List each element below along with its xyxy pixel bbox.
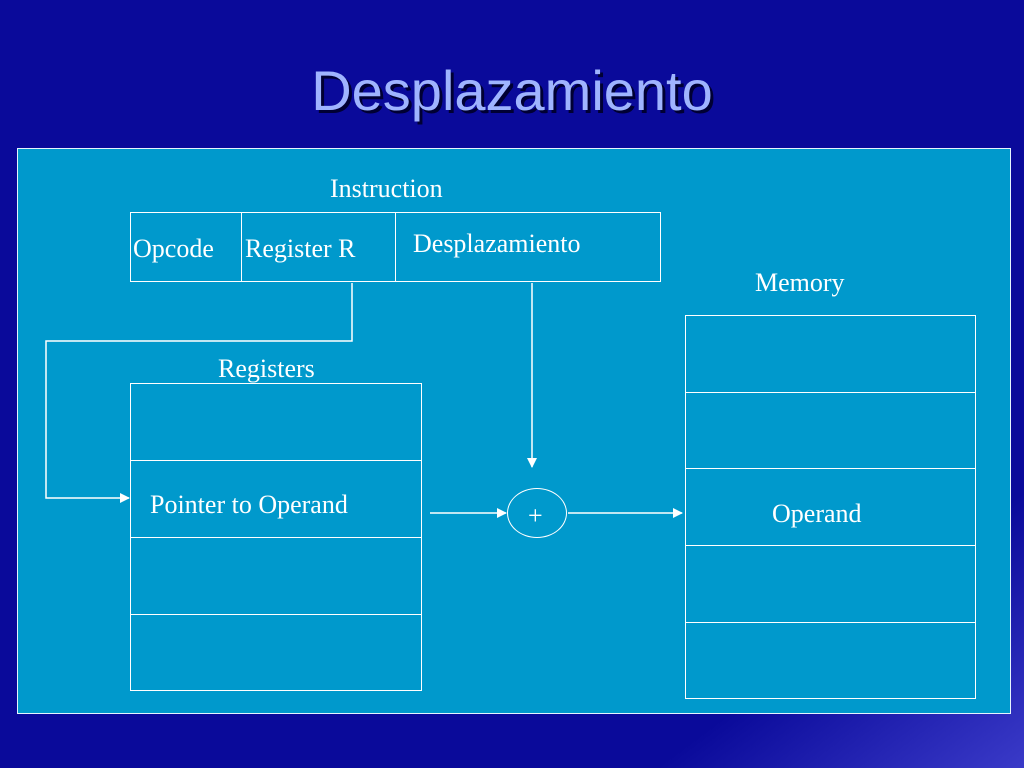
register-divider [130, 614, 422, 615]
adder-circle [507, 488, 567, 538]
operand-cell: Operand [772, 499, 862, 528]
memory-divider [685, 392, 976, 393]
register-divider [130, 460, 422, 461]
instruction-label: Instruction [330, 174, 443, 203]
desplazamiento-field: Desplazamiento [413, 229, 581, 258]
instruction-divider-1 [241, 212, 242, 282]
memory-box [685, 315, 976, 699]
instruction-divider-2 [395, 212, 396, 282]
slide-title: Desplazamiento [311, 59, 713, 122]
pointer-to-operand-cell: Pointer to Operand [150, 490, 348, 519]
adder-symbol: + [528, 501, 543, 530]
opcode-field: Opcode [133, 234, 214, 263]
memory-divider [685, 622, 976, 623]
memory-divider [685, 468, 976, 469]
register-r-field: Register R [245, 234, 356, 263]
memory-label: Memory [755, 268, 845, 297]
memory-divider [685, 545, 976, 546]
registers-label: Registers [218, 354, 315, 383]
register-divider [130, 537, 422, 538]
